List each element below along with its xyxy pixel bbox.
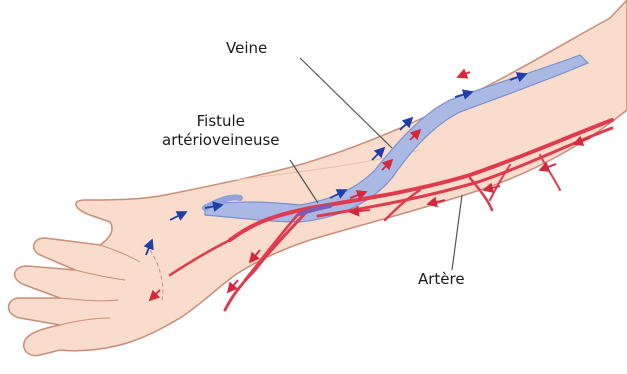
artery-leader-line bbox=[452, 195, 462, 270]
fistula-label-line2: artérioveineuse bbox=[162, 131, 280, 150]
vein-label: Veine bbox=[226, 39, 267, 58]
artery-label: Artère bbox=[418, 270, 465, 289]
fistula-label-line1: Fistule bbox=[162, 112, 280, 131]
fistula-label: Fistule artérioveineuse bbox=[162, 112, 280, 150]
vein-leader-line bbox=[300, 58, 392, 148]
arm-silhouette bbox=[8, 0, 627, 356]
